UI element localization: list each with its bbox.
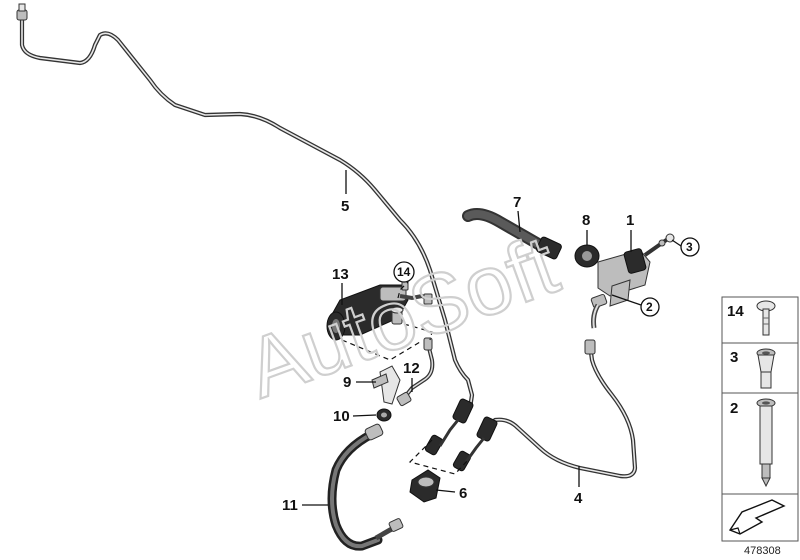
assembly-dash bbox=[341, 339, 421, 361]
svg-text:2: 2 bbox=[730, 400, 738, 417]
legend-item-3[interactable]: 3 bbox=[730, 348, 776, 389]
callout-5[interactable]: 5 bbox=[341, 170, 349, 215]
svg-text:9: 9 bbox=[343, 374, 351, 391]
callout-4[interactable]: 4 bbox=[574, 466, 583, 507]
svg-text:10: 10 bbox=[333, 408, 350, 425]
watermark: AutoSoft bbox=[233, 216, 570, 417]
bracket-9[interactable] bbox=[371, 365, 401, 405]
callout-9[interactable]: 9 bbox=[343, 374, 376, 391]
assembly-dash bbox=[397, 281, 409, 299]
svg-text:7: 7 bbox=[513, 194, 521, 211]
svg-text:6: 6 bbox=[459, 485, 467, 502]
callout-6[interactable]: 6 bbox=[435, 485, 467, 502]
clutch-master-cylinder[interactable] bbox=[462, 208, 675, 329]
bolt-icon bbox=[756, 300, 776, 336]
callout-1[interactable]: 1 bbox=[626, 212, 634, 252]
diagram-reference-number: 478308 bbox=[744, 545, 781, 557]
callout-8[interactable]: 8 bbox=[582, 212, 590, 245]
callout-10[interactable]: 10 bbox=[333, 408, 377, 425]
clutch-slave-cylinder[interactable] bbox=[326, 275, 433, 341]
legend-item-14[interactable]: 14 bbox=[727, 300, 776, 336]
pressure-hose-12[interactable] bbox=[396, 337, 435, 407]
callout-13[interactable]: 13 bbox=[332, 266, 349, 305]
pin-icon bbox=[756, 398, 776, 488]
washer-10[interactable] bbox=[376, 408, 392, 422]
pipe-line-4[interactable] bbox=[487, 339, 638, 479]
callout-11[interactable]: 11 bbox=[282, 497, 328, 514]
svg-text:14: 14 bbox=[727, 303, 744, 320]
pipe-line-5[interactable] bbox=[16, 3, 475, 411]
svg-text:8: 8 bbox=[582, 212, 590, 229]
svg-text:12: 12 bbox=[403, 360, 420, 377]
svg-text:3: 3 bbox=[686, 240, 693, 254]
assembly-dash bbox=[403, 323, 433, 341]
grommet-6[interactable] bbox=[409, 398, 498, 503]
svg-text:5: 5 bbox=[341, 198, 349, 215]
pipe-fitting-nut bbox=[18, 3, 26, 12]
package-arrow-icon bbox=[728, 499, 786, 535]
svg-text:11: 11 bbox=[282, 497, 298, 514]
svg-text:13: 13 bbox=[332, 266, 349, 283]
svg-text:1: 1 bbox=[626, 212, 634, 229]
pipe-fitting bbox=[584, 339, 596, 355]
bushing-icon bbox=[756, 348, 776, 389]
svg-text:AutoSoft: AutoSoft bbox=[234, 217, 569, 416]
callout-7[interactable]: 7 bbox=[513, 194, 521, 233]
svg-text:4: 4 bbox=[574, 490, 583, 507]
callout-2[interactable]: 2 bbox=[611, 294, 660, 317]
svg-text:2: 2 bbox=[646, 300, 653, 314]
parts-legend: 14 3 2 bbox=[721, 296, 799, 542]
callout-14[interactable]: 14 bbox=[393, 261, 415, 283]
legend-item-2[interactable]: 2 bbox=[730, 398, 776, 488]
svg-text:3: 3 bbox=[730, 349, 738, 366]
callout-12[interactable]: 12 bbox=[403, 360, 420, 392]
callout-3[interactable]: 3 bbox=[671, 237, 700, 257]
assembly-dash bbox=[408, 439, 469, 475]
flexible-hose-11[interactable] bbox=[327, 423, 404, 551]
svg-text:14: 14 bbox=[397, 265, 411, 279]
